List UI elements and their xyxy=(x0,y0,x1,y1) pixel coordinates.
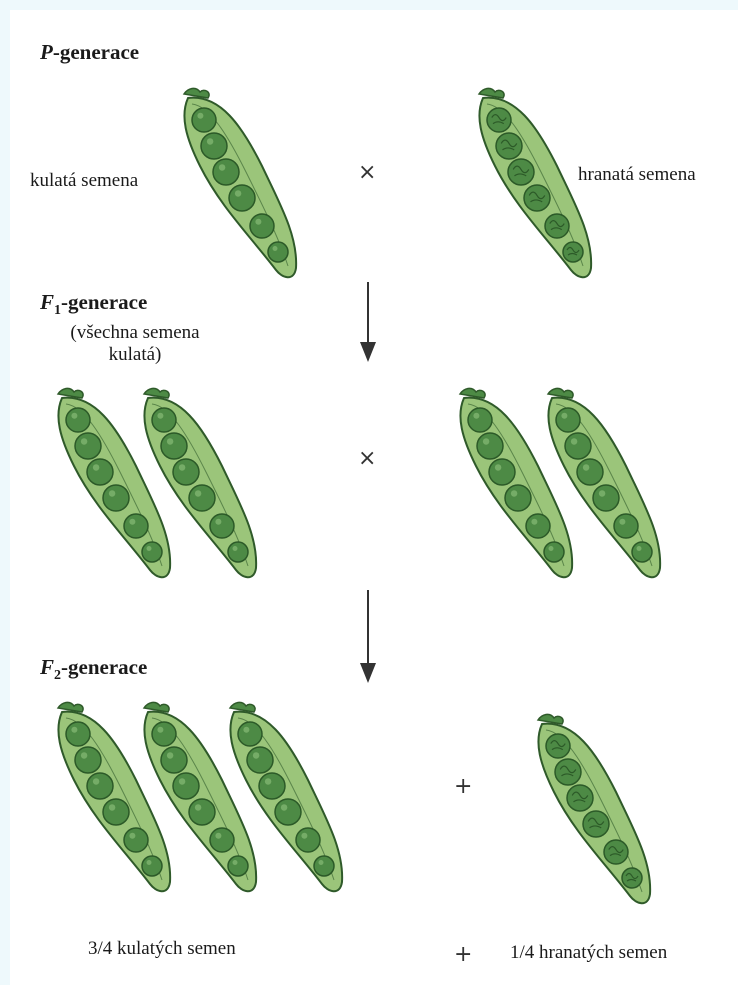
f1-generation-label: F1-generace xyxy=(40,290,147,319)
wrinkled-pea-pod-icon xyxy=(465,86,605,286)
round-pea-pod-icon xyxy=(216,700,356,900)
arrow-down-icon xyxy=(357,280,379,365)
round-pea-pod-icon xyxy=(534,386,674,586)
result-wrinkled-label: 1/4 hranatých semen xyxy=(510,942,667,964)
p-generation-label: P-generace xyxy=(40,40,139,65)
wrinkled-pea-pod-icon xyxy=(524,712,664,912)
plus-symbol-result: + xyxy=(454,942,472,967)
f2-generation-label: F2-generace xyxy=(40,655,147,684)
cross-symbol-f1: × xyxy=(358,446,376,471)
plus-symbol-f2: + xyxy=(454,774,472,799)
arrow-down-icon xyxy=(357,588,379,686)
round-pea-pod-icon xyxy=(170,86,310,286)
diagram-canvas: P-generace F1-generace (všechna semena k… xyxy=(10,10,738,985)
round-seeds-label: kulatá semena xyxy=(30,170,138,192)
f1-generation-note: (všechna semena kulatá) xyxy=(40,322,230,366)
result-round-label: 3/4 kulatých semen xyxy=(88,938,236,960)
round-pea-pod-icon xyxy=(130,386,270,586)
cross-symbol-p: × xyxy=(358,160,376,185)
